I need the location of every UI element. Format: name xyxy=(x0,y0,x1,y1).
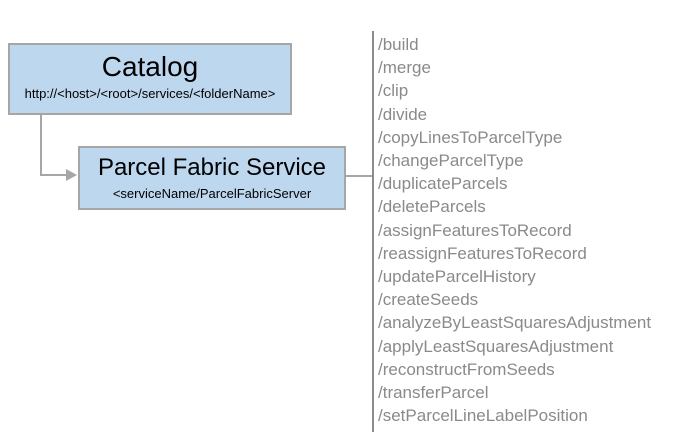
operation-item: /deleteParcels xyxy=(378,197,486,217)
operation-item: /duplicateParcels xyxy=(378,174,508,194)
operation-item: /merge xyxy=(378,58,431,78)
service-to-operations-line xyxy=(345,175,373,177)
catalog-title: Catalog xyxy=(101,51,199,82)
operation-item: /changeParcelType xyxy=(378,151,524,171)
operation-item: /build xyxy=(378,35,419,54)
operation-item: /divide xyxy=(378,104,428,124)
operation-item: /applyLeastSquaresAdjustment xyxy=(378,336,614,356)
operation-item: /assignFeaturesToRecord xyxy=(378,220,572,240)
operations-divider-line xyxy=(372,31,374,432)
operation-item: /clip xyxy=(378,81,409,101)
operation-item: /reconstructFromSeeds xyxy=(378,359,555,379)
service-name-subtitle: <serviceName/ParcelFabricServer xyxy=(112,186,312,201)
operation-item: /reassignFeaturesToRecord xyxy=(378,243,587,263)
operation-item: /transferParcel xyxy=(378,383,489,403)
operations-list: /build/merge/clip/divide/copyLinesToParc… xyxy=(378,33,651,427)
catalog-url: http://<host>/<root>/services/<folderNam… xyxy=(24,86,276,101)
service-title: Parcel Fabric Service xyxy=(97,154,327,181)
parcel-fabric-service-box: Parcel Fabric Service <serviceName/Parce… xyxy=(78,146,346,210)
catalog-to-service-arrow-icon xyxy=(40,114,77,181)
operation-item: /analyzeByLeastSquaresAdjustment xyxy=(378,313,652,333)
operation-item: /createSeeds xyxy=(378,290,479,310)
operation-item: /updateParcelHistory xyxy=(378,267,536,287)
operation-item: /copyLinesToParcelType xyxy=(378,127,563,147)
catalog-box: Catalog http://<host>/<root>/services/<f… xyxy=(8,43,292,115)
operation-item: /setParcelLineLabelPosition xyxy=(378,406,588,426)
